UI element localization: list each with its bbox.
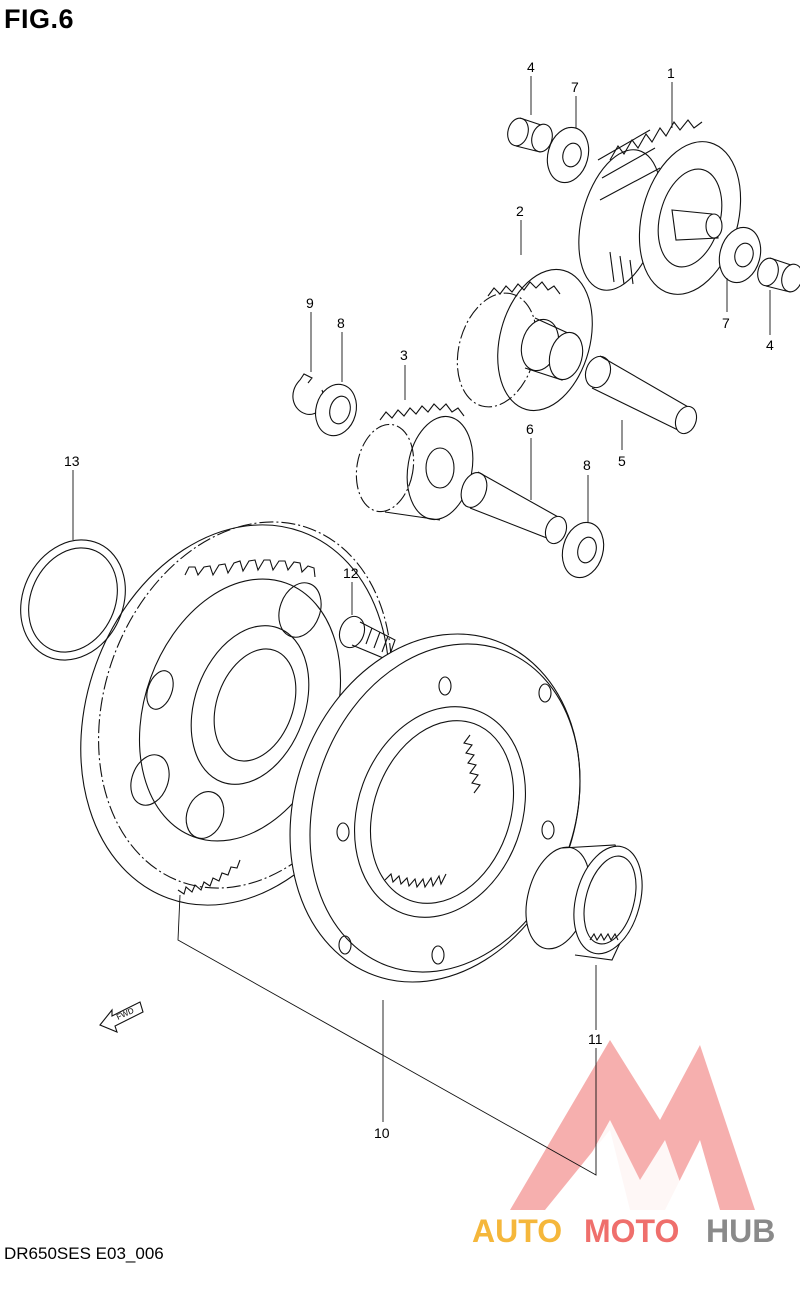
callout-2: 2 (516, 203, 524, 219)
callout-12: 12 (343, 565, 359, 581)
part-4-bushing-lower (757, 257, 800, 293)
part-8-washer-lower (561, 521, 605, 579)
part-2-idle-gear (456, 268, 593, 412)
callout-7-upper: 7 (571, 79, 579, 95)
part-12-bolt (338, 615, 396, 661)
part-6-shaft (460, 471, 568, 545)
callout-3: 3 (400, 347, 408, 363)
callout-10: 10 (374, 1125, 390, 1141)
callout-7-lower: 7 (722, 315, 730, 331)
leader-lines (72, 76, 771, 1176)
part-13-oring (20, 539, 126, 661)
figure-title: FIG.6 (4, 4, 75, 34)
fwd-direction-arrow: FWD (99, 1001, 144, 1033)
watermark-text: AUTO MOTO HUB (472, 1213, 775, 1249)
part-7-washer-upper (546, 126, 590, 184)
callout-4-upper: 4 (527, 59, 535, 75)
diagram-code: DR650SES E03_006 (4, 1244, 164, 1263)
callout-5: 5 (618, 453, 626, 469)
part-4-bushing-upper (507, 117, 553, 153)
callout-11: 11 (588, 1031, 603, 1047)
callout-labels: 1 2 3 4 4 5 6 7 7 8 8 9 10 11 12 13 (64, 59, 774, 1141)
part-7-washer-lower (718, 226, 762, 284)
part-3-idle-gear (355, 403, 474, 521)
callout-1: 1 (667, 65, 675, 81)
watermark-moto: MOTO (584, 1213, 679, 1249)
watermark-hub: HUB (706, 1213, 775, 1249)
watermark-triangle-shape (510, 1040, 755, 1210)
callout-4-lower: 4 (766, 337, 774, 353)
part-10-clutch-housing (289, 633, 581, 983)
part-8-washer-upper (314, 383, 358, 437)
part-5-shaft (584, 355, 698, 435)
callout-8-upper: 8 (337, 315, 345, 331)
part-11-bearing (525, 844, 643, 961)
callout-6: 6 (526, 421, 534, 437)
watermark-auto: AUTO (472, 1213, 562, 1249)
callout-9: 9 (306, 295, 314, 311)
callout-13: 13 (64, 453, 80, 469)
callout-8-lower: 8 (583, 457, 591, 473)
watermark-logo (510, 1040, 755, 1210)
